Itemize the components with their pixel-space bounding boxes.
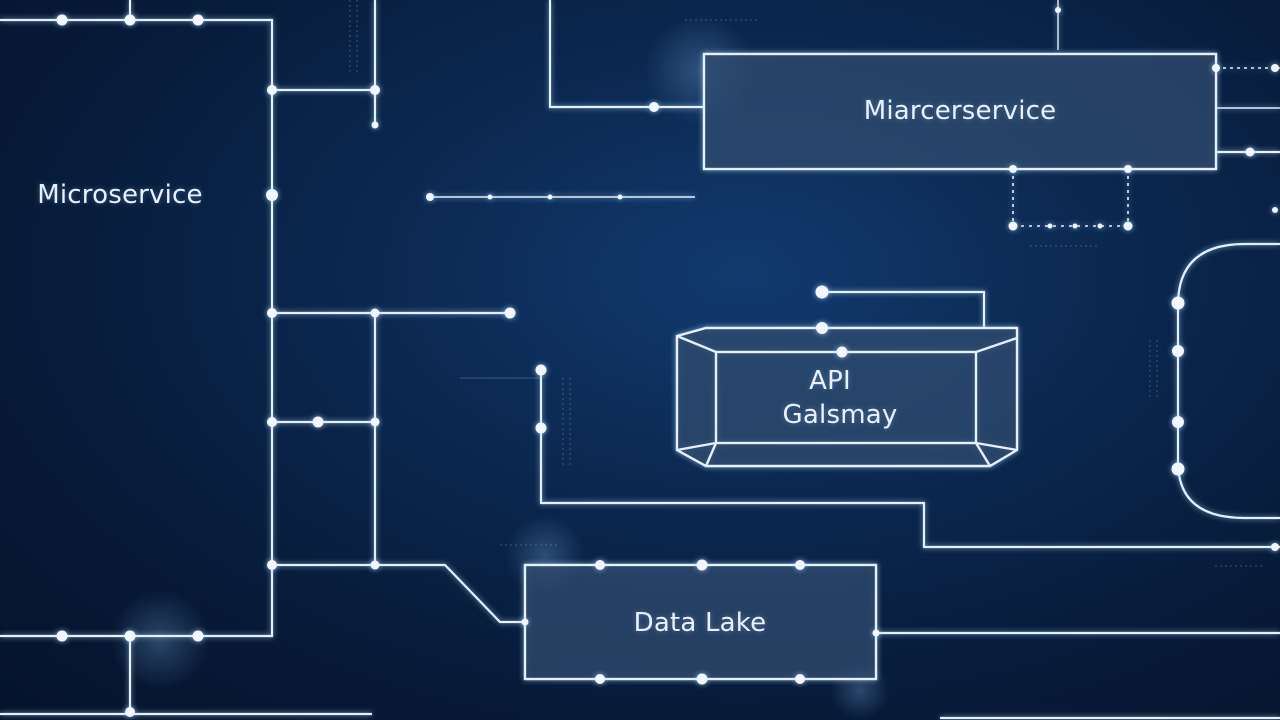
microservice-top-label: Miarcerservice <box>863 96 1057 126</box>
api-gateway-prism <box>675 326 1019 468</box>
microservice-top-box <box>702 52 1218 171</box>
api-gateway-label-line2: Galsmay <box>782 400 898 430</box>
node-boxes <box>523 52 1218 681</box>
connector-dots <box>56 7 1279 717</box>
background-ticks <box>349 0 1265 567</box>
microservice-left-label: Microservice <box>37 180 203 210</box>
api-gateway-label-line1: API <box>809 366 851 396</box>
data-lake-box <box>523 563 878 681</box>
data-lake-label: Data Lake <box>633 608 767 638</box>
